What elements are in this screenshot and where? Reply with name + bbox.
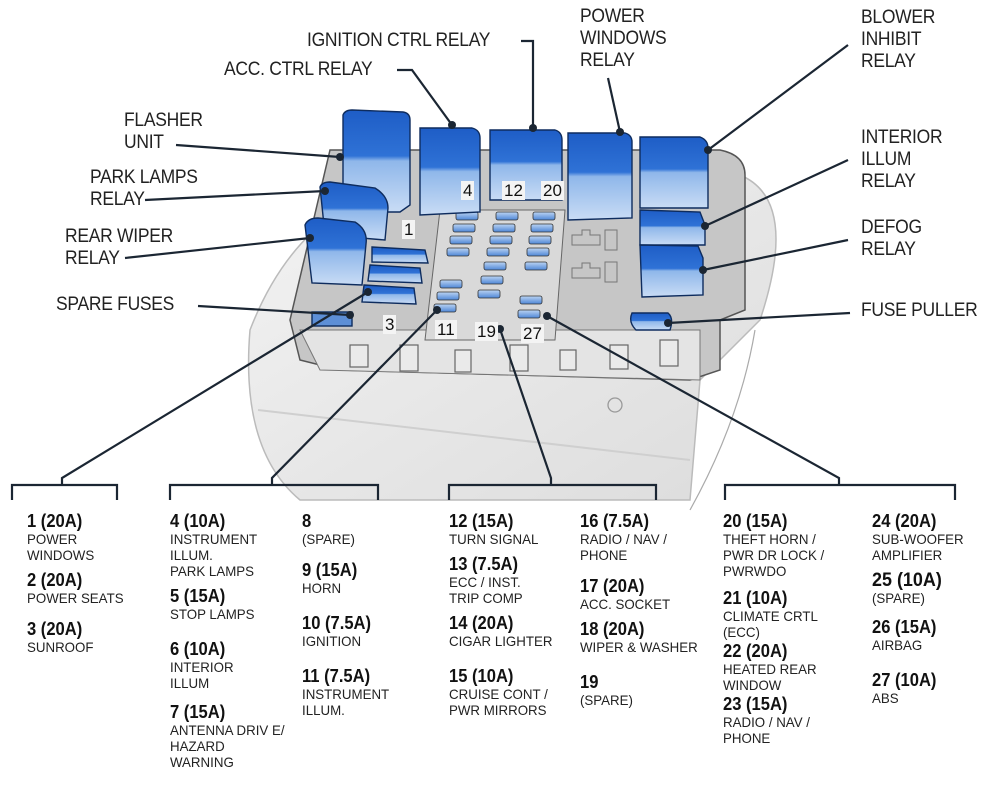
fuse-entry: 27 (10A)ABS bbox=[872, 670, 937, 707]
callout-spare-fuses: SPARE FUSES bbox=[56, 294, 175, 315]
fuse-puller bbox=[629, 312, 673, 331]
box-number-3: 3 bbox=[383, 315, 397, 334]
fuse-entry: 1 (20A)POWER WINDOWS bbox=[27, 511, 95, 564]
fuse-entry: 22 (20A)HEATED REAR WINDOW bbox=[723, 641, 817, 694]
callout-flasher-unit: FLASHER UNIT bbox=[124, 110, 203, 153]
callout-defog-relay: DEFOG RELAY bbox=[861, 217, 922, 260]
fuse-entry: 14 (20A)CIGAR LIGHTER bbox=[449, 613, 553, 650]
fuse-group-3-col-1: 12 (15A)TURN SIGNAL 13 (7.5A)ECC / INST.… bbox=[449, 512, 558, 726]
fuse-group-3-col-2: 16 (7.5A)RADIO / NAV / PHONE 17 (20A)ACC… bbox=[580, 512, 704, 716]
fuse-group-4-col-1: 20 (15A)THEFT HORN / PWR DR LOCK / PWRWD… bbox=[723, 512, 830, 754]
fuse-entry: 21 (10A)CLIMATE CRTL (ECC) bbox=[723, 588, 818, 641]
callout-interior-illum-relay: INTERIOR ILLUM RELAY bbox=[861, 127, 943, 192]
fuse-entry: 11 (7.5A)INSTRUMENT ILLUM. bbox=[302, 666, 390, 719]
rear-wiper-relay bbox=[304, 217, 367, 286]
fuse-entry: 20 (15A)THEFT HORN / PWR DR LOCK / PWRWD… bbox=[723, 511, 825, 580]
box-number-19: 19 bbox=[475, 322, 498, 341]
box-number-12: 12 bbox=[502, 181, 525, 200]
fuse-entry: 10 (7.5A)IGNITION bbox=[302, 613, 372, 650]
box-number-20: 20 bbox=[541, 181, 564, 200]
callout-power-windows-relay: POWER WINDOWS RELAY bbox=[580, 6, 667, 71]
fuse-entry: 13 (7.5A)ECC / INST. TRIP COMP bbox=[449, 554, 523, 607]
interior-illum-relay bbox=[639, 209, 706, 246]
fuse-entry: 4 (10A)INSTRUMENT ILLUM. PARK LAMPS bbox=[170, 511, 258, 580]
fuse-entry: 15 (10A)CRUISE CONT / PWR MIRRORS bbox=[449, 666, 548, 719]
fuse-entry: 23 (15A)RADIO / NAV / PHONE bbox=[723, 694, 810, 747]
power-windows-relay bbox=[567, 132, 633, 221]
fuse-entry: 5 (15A)STOP LAMPS bbox=[170, 586, 255, 623]
leader-dots bbox=[306, 121, 712, 333]
fuse-slots bbox=[433, 211, 556, 319]
fuse-group-1: 1 (20A)POWER WINDOWS 2 (20A)POWER SEATS … bbox=[27, 512, 129, 663]
fuse-entry: 24 (20A)SUB-WOOFER AMPLIFIER bbox=[872, 511, 964, 564]
fuse-group-4-col-2: 24 (20A)SUB-WOOFER AMPLIFIER 25 (10A)(SP… bbox=[872, 512, 968, 714]
box-number-11: 11 bbox=[435, 320, 457, 339]
relays bbox=[304, 109, 709, 331]
callout-fuse-puller: FUSE PULLER bbox=[861, 300, 978, 321]
fuse-entry: 25 (10A)(SPARE) bbox=[872, 569, 942, 606]
fuse-entry: 18 (20A)WIPER & WASHER bbox=[580, 619, 698, 656]
fuse-entry: 3 (20A)SUNROOF bbox=[27, 619, 94, 656]
fuse-entry: 9 (15A)HORN bbox=[302, 560, 358, 597]
callout-blower-inhibit-relay: BLOWER INHIBIT RELAY bbox=[861, 7, 936, 72]
fuse-entry: 2 (20A)POWER SEATS bbox=[27, 570, 124, 607]
fuse-entry: 26 (15A)AIRBAG bbox=[872, 617, 937, 654]
callout-park-lamps-relay: PARK LAMPS RELAY bbox=[90, 167, 198, 210]
spare-fuse-2 bbox=[367, 264, 423, 284]
fuse-group-2-col-1: 4 (10A)INSTRUMENT ILLUM. PARK LAMPS 5 (1… bbox=[170, 512, 291, 778]
fuse-entry: 17 (20A)ACC. SOCKET bbox=[580, 576, 671, 613]
callout-rear-wiper-relay: REAR WIPER RELAY bbox=[65, 226, 173, 269]
fuse-group-2-col-2: 8(SPARE) 9 (15A)HORN 10 (7.5A)IGNITION 1… bbox=[302, 512, 394, 726]
fuse-entry: 6 (10A)INTERIOR ILLUM bbox=[170, 639, 234, 692]
callout-ignition-ctrl-relay: IGNITION CTRL RELAY bbox=[307, 30, 491, 51]
fuse-entry: 7 (15A)ANTENNA DRIV E/ HAZARD WARNING bbox=[170, 702, 285, 771]
spare-fuse-1 bbox=[371, 246, 429, 264]
group-brackets bbox=[10, 483, 957, 500]
fuse-entry: 19(SPARE) bbox=[580, 672, 633, 709]
blower-inhibit-relay bbox=[639, 136, 709, 209]
fuse-entry: 12 (15A)TURN SIGNAL bbox=[449, 511, 539, 548]
leader-lines bbox=[60, 39, 851, 485]
box-number-4: 4 bbox=[461, 181, 475, 200]
acc-ctrl-relay bbox=[419, 127, 481, 216]
fuse-entry: 8(SPARE) bbox=[302, 511, 355, 548]
callout-acc-ctrl-relay: ACC. CTRL RELAY bbox=[224, 59, 373, 80]
box-number-27: 27 bbox=[521, 324, 544, 343]
box-number-1: 1 bbox=[402, 220, 416, 239]
defog-relay bbox=[639, 244, 704, 298]
fuse-entry: 16 (7.5A)RADIO / NAV / PHONE bbox=[580, 511, 667, 564]
dash-edge-line bbox=[689, 329, 756, 511]
